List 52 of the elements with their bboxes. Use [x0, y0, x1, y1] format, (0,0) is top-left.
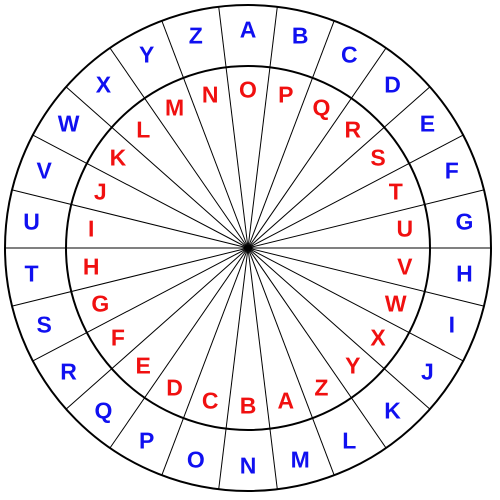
cipher-letter: Q	[94, 398, 112, 424]
cipher-letter: K	[110, 144, 126, 171]
cipher-letter: H	[82, 254, 100, 280]
cipher-letter: Z	[314, 374, 328, 400]
cipher-letter: A	[240, 16, 256, 42]
cipher-letter: D	[384, 71, 401, 98]
cipher-letter: E	[136, 352, 151, 379]
cipher-letter: Q	[312, 94, 330, 121]
cipher-letter: M	[164, 94, 184, 121]
cipher-letter: A	[277, 388, 294, 414]
cipher-letter: T	[24, 260, 39, 287]
cipher-letter: X	[96, 71, 112, 98]
cipher-letter: U	[23, 208, 40, 234]
cipher-letter: B	[292, 22, 308, 49]
cipher-letter: U	[396, 215, 414, 242]
cipher-letter: P	[139, 428, 154, 454]
cipher-letter: V	[397, 254, 413, 280]
cipher-letter: Z	[188, 22, 203, 49]
cipher-letter: P	[278, 81, 294, 108]
cipher-letter: F	[110, 324, 125, 350]
cipher-letter: G	[91, 290, 110, 317]
cipher-letter: L	[342, 428, 356, 454]
cipher-letter: C	[340, 41, 358, 68]
cipher-letter: J	[421, 358, 434, 384]
cipher-letter: M	[290, 446, 310, 472]
cipher-letter: Y	[345, 352, 360, 379]
cipher-letter: S	[36, 312, 52, 338]
cipher-letter: C	[202, 388, 218, 414]
cipher-letter: F	[444, 157, 459, 184]
cipher-letter: S	[370, 144, 386, 171]
cipher-letter: W	[384, 290, 407, 317]
cipher-letter: K	[384, 398, 401, 424]
cipher-letter: X	[370, 324, 386, 350]
cipher-letter: I	[88, 215, 94, 242]
cipher-letter: N	[240, 452, 256, 478]
cipher-letter: V	[36, 157, 52, 184]
cipher-letter: R	[344, 116, 362, 142]
cipher-letter: B	[240, 392, 256, 418]
cipher-letter: E	[420, 110, 436, 137]
cipher-letter: H	[456, 260, 473, 287]
cipher-letter: I	[448, 312, 456, 338]
cipher-letter: D	[166, 374, 183, 400]
cipher-letter: T	[388, 178, 403, 204]
cipher-letter: G	[455, 208, 474, 234]
cipher-letter: W	[58, 110, 80, 137]
cipher-letter: N	[202, 81, 218, 108]
cipher-letter: O	[186, 446, 205, 472]
cipher-letter: R	[60, 358, 77, 384]
cipher-letter: O	[239, 76, 257, 102]
cipher-letter: Y	[139, 41, 154, 68]
cipher-letter: J	[94, 178, 107, 204]
cipher-letter: L	[136, 116, 150, 142]
